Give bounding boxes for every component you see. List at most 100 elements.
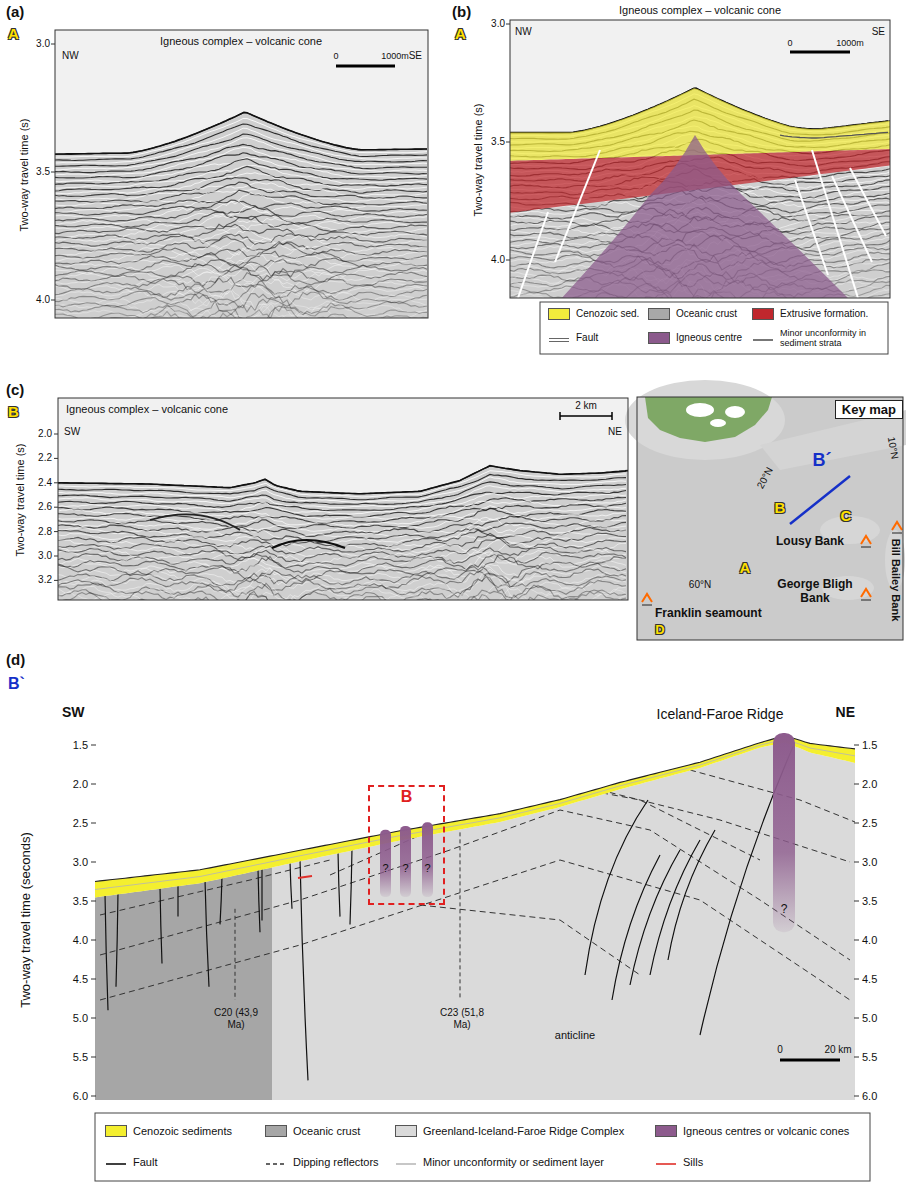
axis-tick-label: 3.0	[491, 18, 505, 30]
reflector	[55, 305, 427, 318]
uncertainty-mark: ?	[781, 903, 788, 917]
axis-tick-label: 2.0	[862, 778, 877, 791]
sill	[298, 876, 312, 878]
profile-end-label: B`	[8, 675, 25, 693]
reflector	[55, 147, 427, 175]
axis-tick-label: 2.2	[38, 453, 52, 465]
direction-label: SE	[409, 50, 422, 62]
graticule-label: 60°N	[689, 579, 711, 591]
reflector	[55, 273, 427, 297]
axis-tick	[854, 1096, 859, 1097]
fault-line	[612, 855, 660, 1000]
fault-line	[795, 180, 828, 275]
scale-bar	[611, 412, 613, 420]
axis-tick	[51, 300, 55, 301]
axis-tick-label: 2.6	[38, 501, 52, 513]
legend-line-sample	[265, 1158, 287, 1170]
seamount-marker	[892, 533, 902, 534]
axis-tick	[506, 142, 510, 143]
axis-tick	[91, 1018, 96, 1019]
seismic-section	[58, 398, 628, 600]
location-letter: C	[841, 507, 852, 524]
axis-tick	[91, 823, 96, 824]
scale-label: 20 km	[824, 1044, 851, 1056]
fault-line	[105, 894, 108, 1010]
axis-tick	[91, 901, 96, 902]
uncertainty-mark: ?	[382, 862, 388, 875]
fault-line	[350, 849, 352, 925]
panel-title: Igneous complex – volcanic cone	[160, 35, 322, 48]
reflector	[55, 234, 427, 246]
direction-label: SE	[872, 26, 885, 38]
scale-bar	[780, 1059, 840, 1062]
reflector	[55, 237, 427, 253]
reflector	[58, 577, 626, 600]
axis-tick-label: 1.5	[862, 739, 877, 752]
legend-text: Fault	[576, 332, 598, 344]
key-map-art	[625, 380, 906, 640]
legend-text: Extrusive formation.	[780, 308, 868, 320]
reflector	[55, 310, 427, 318]
minor-unconformity	[95, 739, 855, 889]
axis-tick-label: 6.0	[862, 1090, 877, 1103]
map-frame	[637, 397, 903, 640]
scale-label: 2 km	[575, 400, 597, 412]
legend-text: Oceanic crust	[676, 308, 737, 320]
axis-tick-label: 6.0	[73, 1090, 88, 1103]
panel-d-section	[91, 733, 859, 1100]
reflector	[55, 274, 427, 294]
ridge-relief	[760, 410, 906, 470]
legend-line	[106, 1163, 126, 1165]
axis-tick-label: 3.5	[36, 166, 50, 178]
panel-letter: (c)	[6, 381, 24, 398]
legend-line-sample	[265, 1156, 287, 1168]
dipping-reflector	[330, 785, 760, 875]
axis-tick-label: 3.0	[862, 856, 877, 869]
dipping-reflector	[100, 860, 850, 1000]
axis-tick	[854, 862, 859, 863]
dipping-reflector	[100, 810, 850, 960]
seafloor	[58, 466, 628, 494]
legend-frame	[95, 1113, 870, 1181]
reflector	[58, 586, 626, 600]
axis-tick-label: 1.5	[73, 739, 88, 752]
subsurface-ground	[55, 112, 428, 318]
profile-letter: A	[455, 25, 466, 42]
legend-swatch	[752, 308, 774, 320]
axis-tick	[854, 784, 859, 785]
legend-line	[753, 339, 773, 341]
legend-line	[266, 1163, 286, 1165]
fault-line	[650, 840, 700, 975]
detail-box: B	[368, 785, 445, 905]
axis-tick-label: 2.5	[862, 817, 877, 830]
legend-text: Oceanic crust	[293, 1125, 360, 1138]
reflector	[55, 310, 427, 318]
axis-tick	[51, 172, 55, 173]
graticule-label: 20°N	[755, 465, 776, 490]
graticule-label: 10°N	[885, 436, 900, 460]
axis-tick	[854, 745, 859, 746]
fault-line	[668, 830, 715, 960]
fault-line	[258, 869, 260, 933]
axis-tick-label: 2.8	[38, 526, 52, 538]
axis-tick-label: 2.0	[73, 778, 88, 791]
shelf-relief	[625, 380, 785, 460]
axis-tick	[91, 940, 96, 941]
reflector	[55, 224, 427, 240]
uncertainty-mark: ?	[402, 862, 408, 875]
reflector	[55, 128, 427, 163]
place-name: Bill Bailey Bank	[890, 539, 903, 622]
axis-tick-label: 3.0	[38, 550, 52, 562]
axis-tick-label: 3.0	[73, 856, 88, 869]
reflector	[55, 265, 427, 286]
sediment-layer	[95, 736, 855, 898]
reflector	[55, 212, 427, 227]
oceanic-crust	[95, 867, 272, 1100]
scale-label: 0	[333, 51, 338, 61]
panel-letter: (b)	[452, 3, 471, 20]
anomaly-label: C20 (43,9 Ma)	[205, 1007, 267, 1030]
saucer-reflector	[272, 540, 345, 548]
legend-swatch	[105, 1125, 127, 1137]
axis-tick	[854, 901, 859, 902]
axis-tick	[54, 556, 58, 557]
